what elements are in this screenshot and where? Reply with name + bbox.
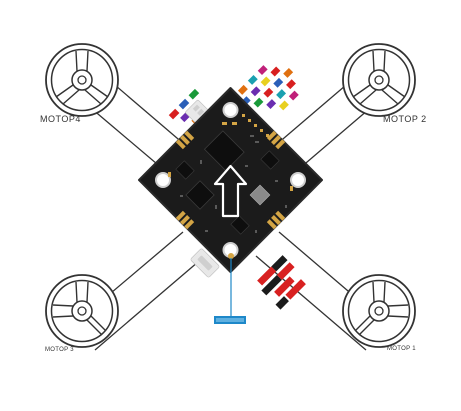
motor-top-left xyxy=(45,43,119,117)
camera-tag xyxy=(214,258,246,324)
motor-label-top-right: MOTOP 2 xyxy=(383,114,427,124)
motor-top-right xyxy=(342,43,416,117)
motor-label-bottom-right: MOTOP 1 xyxy=(387,346,416,352)
motor-bottom-left xyxy=(45,274,119,348)
wire-labels-bottom-right xyxy=(257,255,306,310)
components xyxy=(175,114,287,235)
motor-pads xyxy=(168,122,293,230)
propeller-icon xyxy=(342,43,416,117)
propeller-icon xyxy=(45,43,119,117)
camera-pad xyxy=(228,253,234,259)
propeller-icon xyxy=(342,274,416,348)
arrow-up-icon xyxy=(213,164,248,218)
mounting-holes xyxy=(155,102,306,258)
flight-controller-board xyxy=(138,87,323,278)
usb-connector xyxy=(190,248,220,278)
motor-bottom-right xyxy=(342,274,416,348)
motor-label-top-left: MOTOP4 xyxy=(40,114,81,124)
motor-label-bottom-left: MOTOP 3 xyxy=(45,347,74,353)
propeller-icon xyxy=(45,274,119,348)
